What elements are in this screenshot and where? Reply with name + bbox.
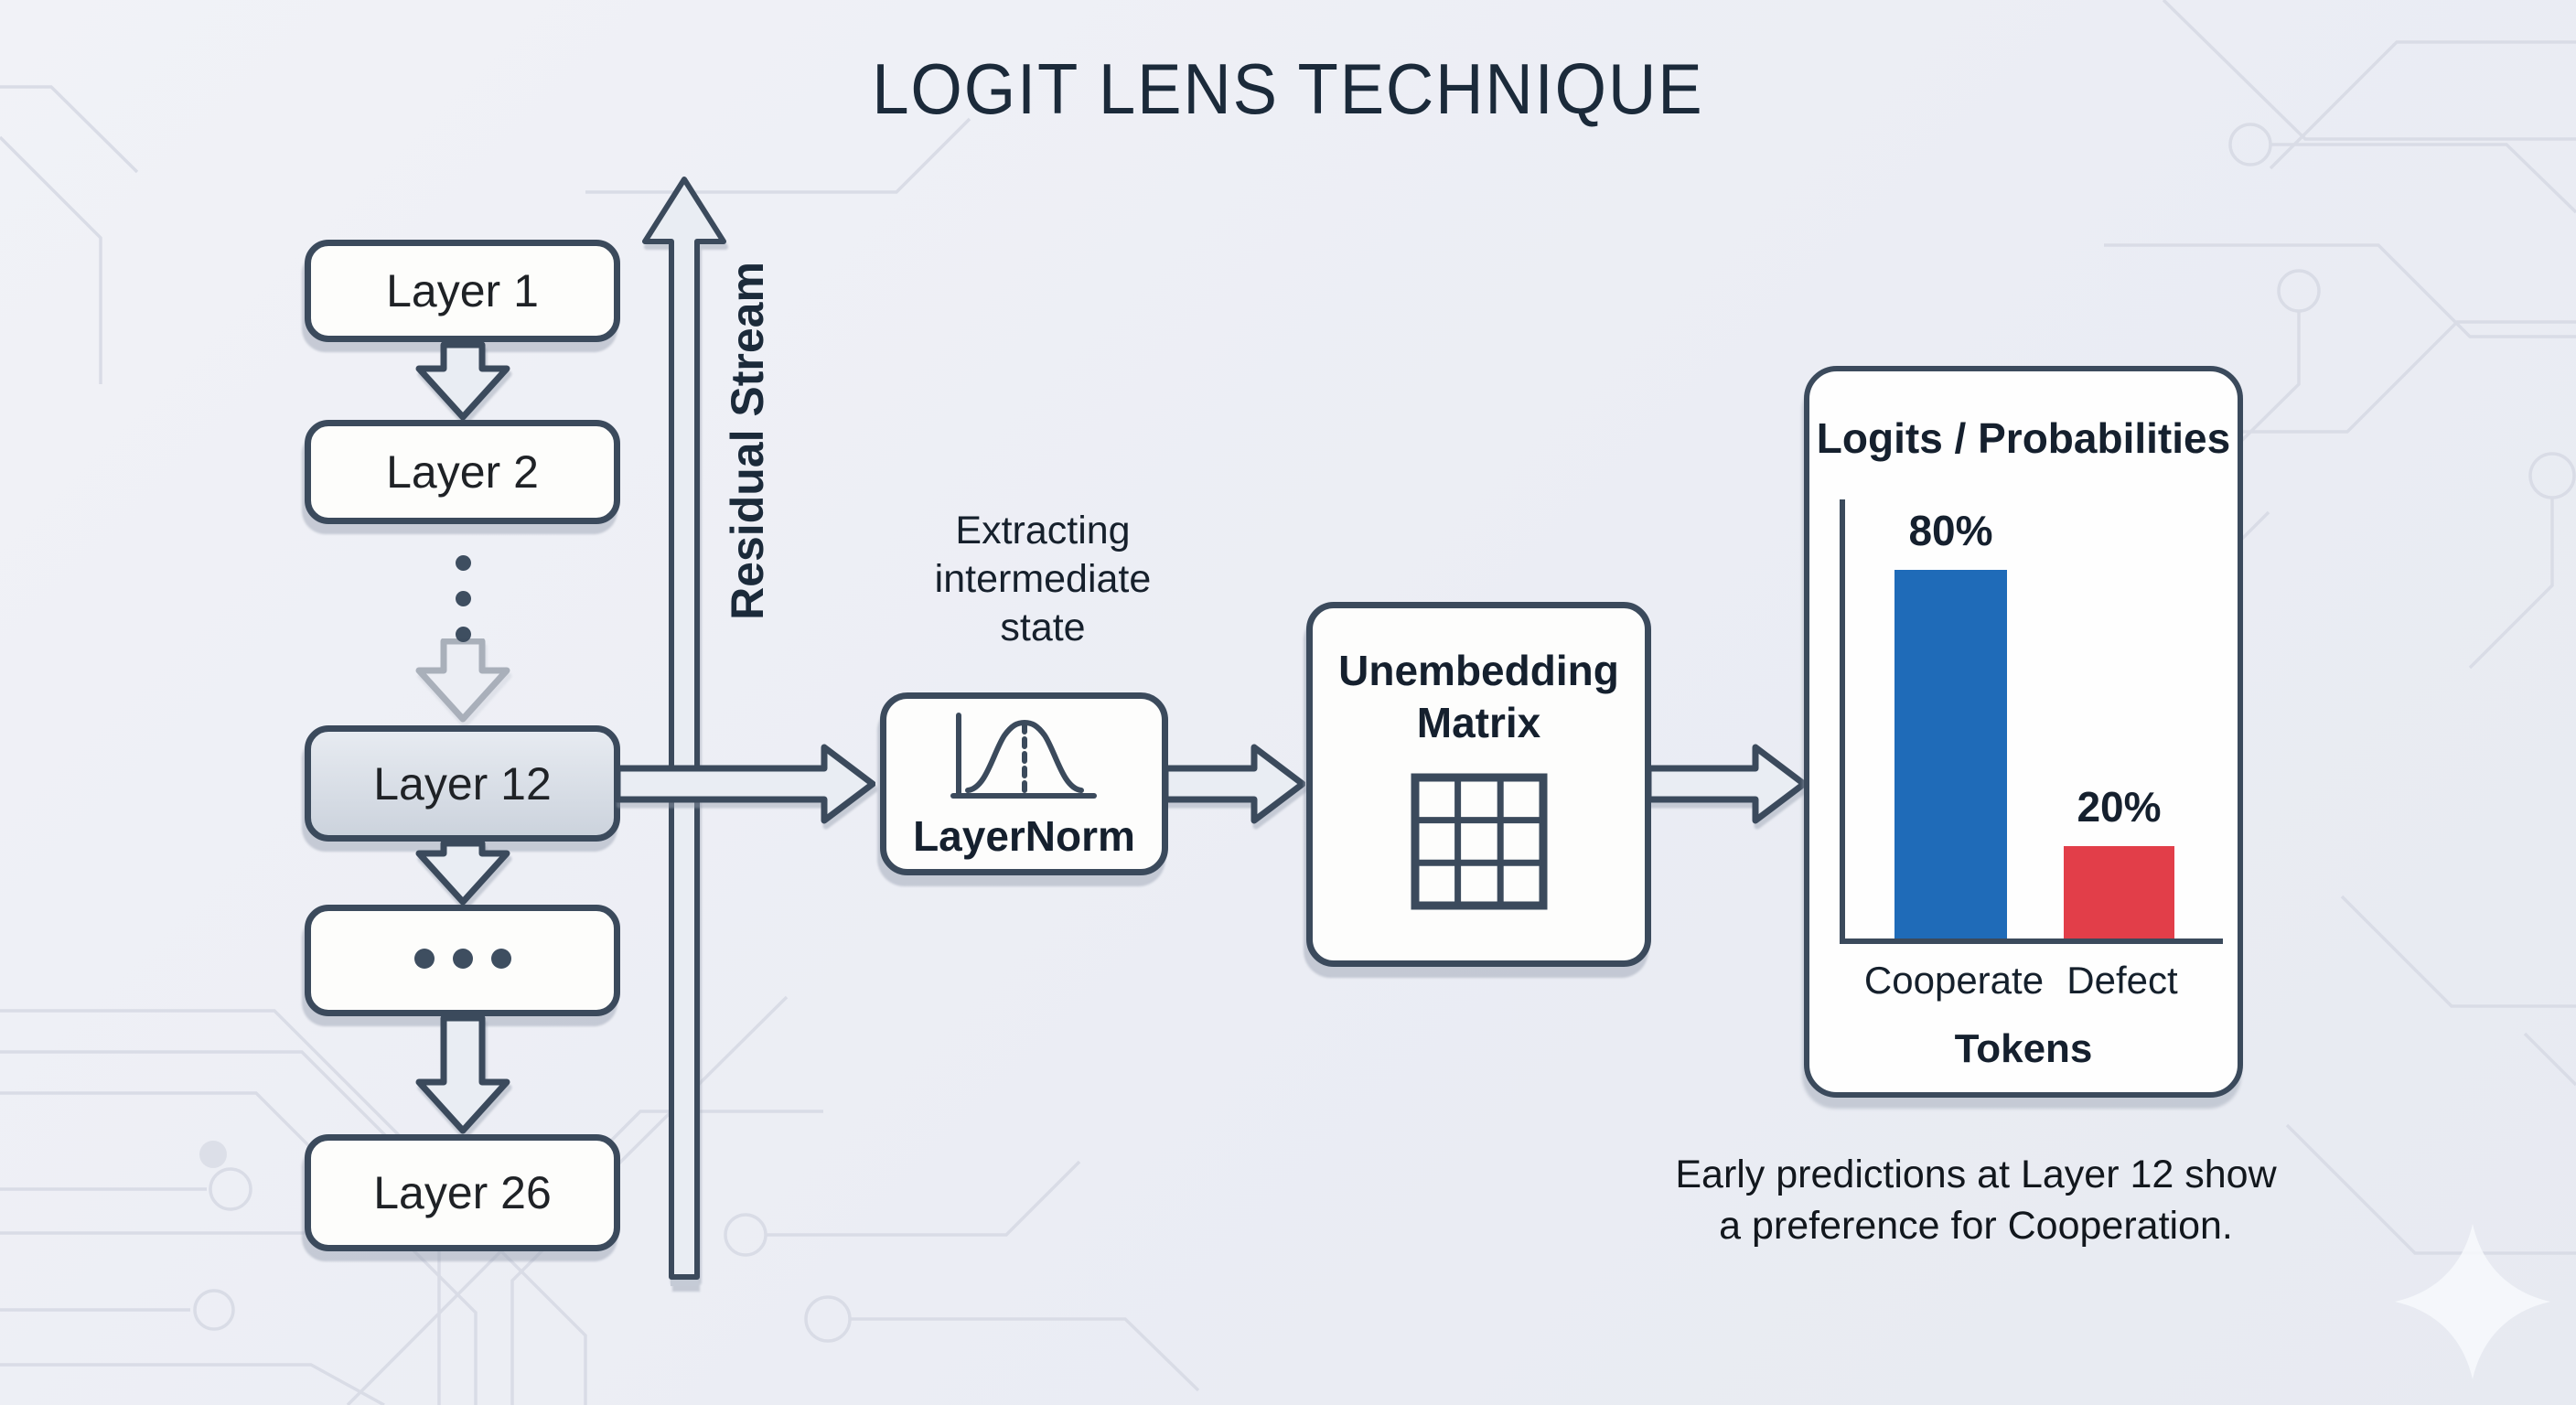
arrow-right-unembedding-to-chart — [1646, 744, 1807, 824]
cooperate-category-label: Cooperate — [1863, 959, 2045, 1002]
residual-stream-label: Residual Stream — [722, 262, 773, 620]
extracting-line-3: state — [1000, 606, 1086, 649]
arrow-right-layernorm-to-unembedding — [1163, 744, 1305, 824]
arrow-down-faded-icon — [415, 638, 510, 723]
layer-26-box: Layer 26 — [305, 1134, 620, 1251]
x-axis-label: Tokens — [1954, 1026, 2093, 1071]
arrow-down-icon — [415, 1015, 510, 1134]
layer-26-label: Layer 26 — [373, 1167, 552, 1218]
chart-caption: Early predictions at Layer 12 show a pre… — [1610, 1149, 2342, 1251]
residual-stream-arrow — [642, 177, 726, 1286]
layer-1-box: Layer 1 — [305, 240, 620, 342]
unembedding-label-line1: Unembedding — [1338, 647, 1619, 694]
defect-value-label: 20% — [2077, 783, 2162, 831]
layer-1-label: Layer 1 — [386, 265, 539, 316]
extracting-line-2: intermediate — [934, 557, 1152, 601]
layer-2-label: Layer 2 — [386, 446, 539, 498]
arrow-right-layer12-to-layernorm — [615, 744, 875, 824]
arrow-down-icon — [415, 342, 510, 421]
gaussian-curve-icon — [950, 713, 1097, 799]
unembedding-label-line2: Matrix — [1416, 699, 1541, 746]
caption-line-2: a preference for Cooperation. — [1719, 1204, 2233, 1248]
arrow-down-icon — [415, 841, 510, 906]
caption-line-1: Early predictions at Layer 12 show — [1675, 1153, 2277, 1196]
layer-12-label: Layer 12 — [373, 757, 552, 810]
defect-bar — [2064, 846, 2174, 938]
horizontal-ellipsis-icon — [405, 948, 521, 973]
cooperate-bar — [1894, 570, 2007, 938]
sparkle-decoration — [2395, 1224, 2550, 1379]
layer-2-box: Layer 2 — [305, 420, 620, 524]
page-title: LOGIT LENS TECHNIQUE — [872, 48, 1704, 129]
vertical-ellipsis-icon — [456, 545, 471, 652]
hidden-layers-ellipsis-box — [305, 905, 620, 1016]
layernorm-box: LayerNorm — [880, 692, 1168, 875]
unembedding-matrix-box: Unembedding Matrix — [1306, 602, 1651, 967]
layernorm-label: LayerNorm — [913, 812, 1135, 860]
logits-chart-card: Logits / Probabilities 80% 20% Cooperate… — [1804, 366, 2243, 1098]
defect-category-label: Defect — [2066, 959, 2178, 1002]
chart-title: Logits / Probabilities — [1816, 414, 2231, 462]
cooperate-value-label: 80% — [1908, 507, 1993, 554]
extracting-annotation: Extracting intermediate state — [860, 507, 1226, 652]
layer-12-box-highlighted: Layer 12 — [305, 725, 620, 842]
bar-chart-plot-area: 80% 20% — [1840, 499, 2223, 944]
extracting-line-1: Extracting — [955, 509, 1131, 552]
matrix-grid-icon — [1411, 773, 1547, 910]
